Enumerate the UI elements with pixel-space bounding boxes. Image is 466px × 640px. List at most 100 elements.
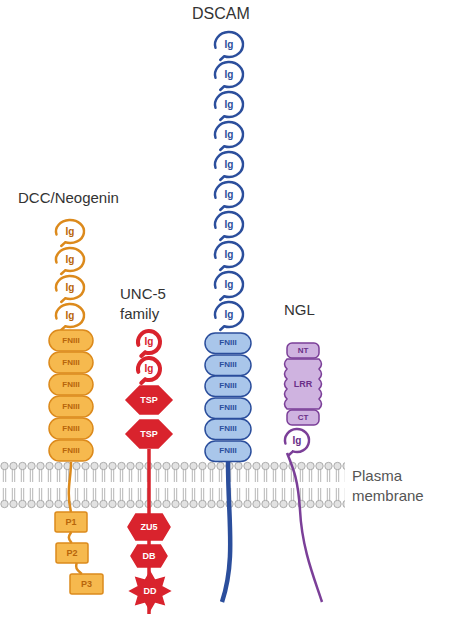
domain-label: Ig [66, 283, 75, 293]
chain-link [76, 563, 82, 574]
domain-label: Ig [225, 40, 234, 50]
domain-label: FNIII [62, 337, 79, 345]
domain-label: TSP [140, 430, 158, 439]
dcc-stalk [69, 462, 71, 512]
domain-label: FNIII [62, 403, 79, 411]
domain-shape [49, 352, 93, 373]
domain-label: Ig [225, 280, 234, 290]
domain-label: CT [298, 414, 309, 422]
domain-label: Ig [293, 436, 302, 446]
domain-shape [49, 418, 93, 439]
domain-label: FNIII [62, 425, 79, 433]
domain-label: FNIII [62, 381, 79, 389]
protein-name: DCC/Neogenin [18, 188, 158, 208]
domain-hex: ZU5 [128, 514, 170, 540]
domain-ig: Ig [54, 274, 86, 301]
domain-label: Ig [66, 227, 75, 237]
dscam-stalk [222, 462, 230, 602]
protein-name: UNC-5 family [120, 284, 188, 324]
domain-oval: FNIII [49, 418, 93, 439]
domain-label: Ig [225, 310, 234, 320]
domain-label: Ig [225, 130, 234, 140]
domain-label: Ig [225, 190, 234, 200]
domain-shape [205, 355, 251, 376]
domain-ig: Ig [213, 150, 245, 179]
membrane-label: Plasma membrane [352, 466, 452, 506]
domain-ig: Ig [213, 300, 245, 329]
domain-oval: FNIII [49, 330, 93, 351]
domain-pill: CT [287, 410, 319, 425]
domain-ig: Ig [213, 30, 245, 59]
domain-shape [138, 358, 160, 383]
domain-oval: FNIII [205, 376, 251, 397]
domain-shape [215, 152, 243, 180]
domain-shape [215, 32, 243, 60]
domain-label: FNIII [219, 404, 236, 412]
domain-label: Ig [145, 337, 154, 347]
domain-rect: P3 [70, 574, 103, 594]
domain-shape [205, 376, 251, 397]
domain-shape [138, 331, 160, 356]
domain-oval: FNIII [49, 440, 93, 461]
domain-oval: FNIII [205, 419, 251, 440]
domain-ig: Ig [136, 329, 162, 355]
domain-shape [128, 514, 170, 540]
domain-shape [215, 62, 243, 90]
domain-label: P2 [66, 549, 77, 558]
domain-label: NT [298, 347, 309, 355]
domain-rect: P1 [55, 512, 87, 532]
chain-link [69, 532, 72, 543]
ngl-stalk [287, 453, 322, 602]
domain-shape [70, 574, 103, 594]
domain-shape [56, 276, 84, 302]
domain-shape [215, 242, 243, 270]
domain-shape [55, 512, 87, 532]
domain-shape [215, 182, 243, 210]
domain-ig: Ig [213, 210, 245, 239]
domain-ig: Ig [213, 270, 245, 299]
domain-shape [56, 543, 88, 563]
domain-shape [205, 419, 251, 440]
domain-shape [215, 302, 243, 330]
domain-ig: Ig [54, 246, 86, 273]
domain-oval: FNIII [49, 374, 93, 395]
domain-shape [56, 248, 84, 274]
domain-shape [126, 420, 172, 448]
domain-shape [126, 386, 172, 414]
domain-label: Ig [225, 160, 234, 170]
domain-shape [285, 429, 309, 455]
domain-oval: FNIII [49, 396, 93, 417]
domain-label: TSP [140, 396, 158, 405]
domain-star: DD [130, 572, 170, 610]
domain-pill: NT [287, 343, 319, 358]
domain-shape [215, 272, 243, 300]
domain-ig: Ig [54, 302, 86, 329]
domain-shape [287, 410, 319, 425]
domain-shape [49, 374, 93, 395]
domain-ig: Ig [213, 90, 245, 119]
domain-label: Ig [66, 255, 75, 265]
protein-name: NGL [284, 300, 334, 320]
domain-shape [205, 333, 251, 354]
domain-wavy: LRR [283, 359, 323, 409]
domain-label: FNIII [219, 361, 236, 369]
domain-shape [56, 220, 84, 246]
domain-label: Ig [225, 250, 234, 260]
domain-label: FNIII [62, 359, 79, 367]
domain-shape [49, 440, 93, 461]
domain-label: FNIII [219, 425, 236, 433]
domain-oval: FNIII [205, 355, 251, 376]
domain-shape [49, 396, 93, 417]
domain-label: DB [143, 552, 156, 561]
domain-shape [205, 398, 251, 419]
domain-ig: Ig [213, 60, 245, 89]
domain-label: FNIII [62, 447, 79, 455]
domain-shape [215, 212, 243, 240]
domain-ig: Ig [136, 356, 162, 382]
domain-ig: Ig [213, 120, 245, 149]
domain-label: Ig [225, 220, 234, 230]
domain-shape [215, 92, 243, 120]
domain-shape [205, 441, 251, 462]
